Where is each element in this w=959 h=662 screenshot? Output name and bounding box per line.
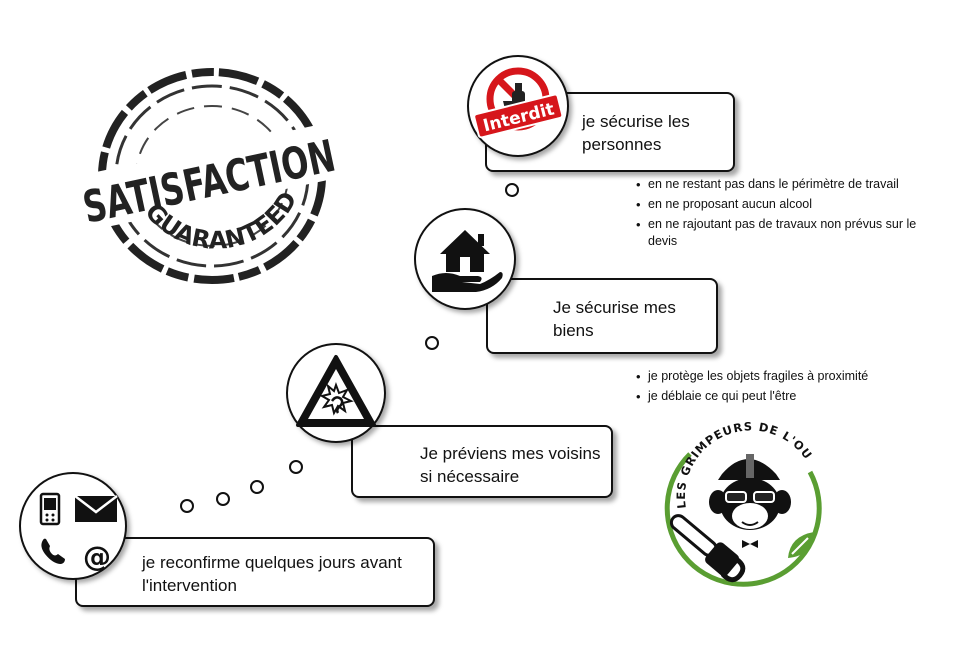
no-alcohol-icon: Interdit — [473, 67, 564, 139]
list-item: en ne proposant aucun alcool — [636, 196, 926, 213]
step-text-confirm: je reconfirme quelques jours avant l'int… — [142, 553, 402, 595]
list-item: en ne restant pas dans le périmètre de t… — [636, 176, 926, 193]
list-item: en ne rajoutant pas de travaux non prévu… — [636, 216, 926, 250]
contact-methods-icon: @ — [39, 492, 118, 573]
mobile-phone-icon — [39, 492, 61, 526]
step-text-neighbors: Je préviens mes voisins si nécessaire — [420, 444, 601, 486]
satisfaction-guaranteed-stamp: SATISFACTION GUARANTEED — [73, 68, 342, 284]
stamp-title: SATISFACTION — [79, 131, 340, 234]
list-item: je protège les objets fragiles à proximi… — [636, 368, 926, 385]
house-in-hand-icon — [432, 230, 503, 292]
connector-dot — [216, 492, 230, 506]
step-icon-circle-neighbors — [286, 343, 386, 443]
step-icon-circle-property — [414, 208, 516, 310]
step-box-people: je sécurise les personnes — [485, 92, 735, 172]
connector-dot — [289, 460, 303, 474]
step-box-confirm: je reconfirme quelques jours avant l'int… — [75, 537, 435, 607]
connector-dot — [425, 336, 439, 350]
step-text-people: je sécurise les personnes — [582, 112, 690, 154]
step-text-property: Je sécurise mes biens — [553, 298, 676, 340]
step-icon-circle-confirm: @ — [19, 472, 127, 580]
telephone-icon — [41, 538, 65, 564]
connector-dot — [250, 480, 264, 494]
envelope-icon — [74, 495, 118, 522]
list-item: je déblaie ce qui peut l'être — [636, 388, 926, 405]
noise-warning-icon — [296, 355, 376, 427]
grimpeurs-logo: LES GRIMPEURS DE L'OUEST — [660, 412, 822, 587]
connector-dot — [505, 183, 519, 197]
step-icon-circle-people: Interdit — [467, 55, 569, 157]
bullets-property: je protège les objets fragiles à proximi… — [636, 368, 926, 408]
connector-dot — [180, 499, 194, 513]
bullets-people: en ne restant pas dans le périmètre de t… — [636, 176, 926, 253]
at-sign-icon: @ — [83, 540, 111, 573]
step-box-neighbors: Je préviens mes voisins si nécessaire — [351, 425, 613, 498]
step-box-property: Je sécurise mes biens — [486, 278, 718, 354]
